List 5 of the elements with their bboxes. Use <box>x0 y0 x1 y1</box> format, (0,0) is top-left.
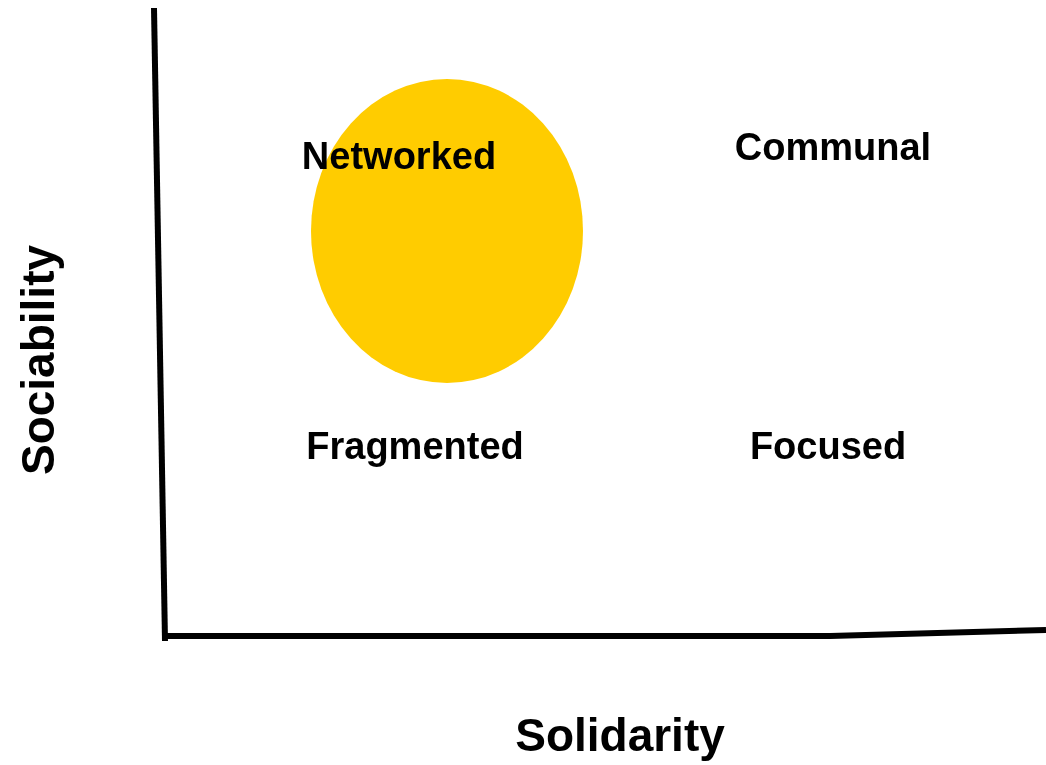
axis-title: Sociability <box>12 244 64 476</box>
quadrant-label: Communal <box>734 127 932 169</box>
axis-title: Solidarity <box>515 709 725 761</box>
quadrant-label: Fragmented <box>306 426 524 468</box>
quadrant-label: Focused <box>749 426 907 468</box>
